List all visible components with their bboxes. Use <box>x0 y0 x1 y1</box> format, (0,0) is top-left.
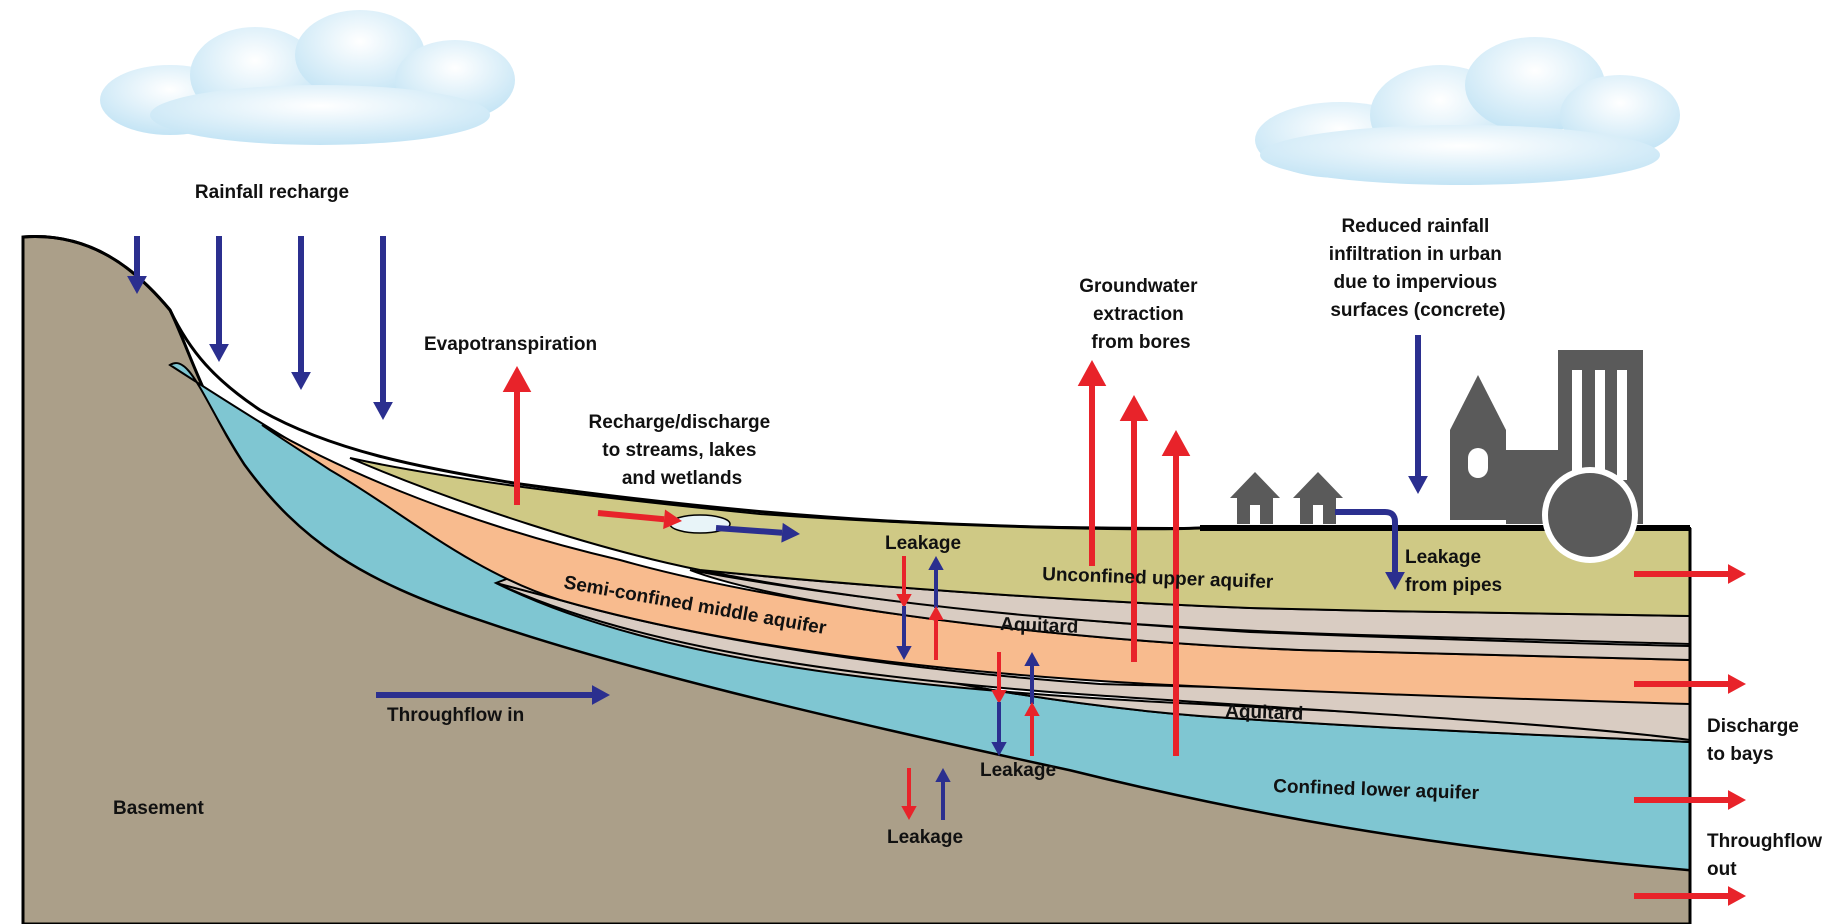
leakage-up-arrow-head <box>928 556 944 570</box>
semi-confined-middle-aquifer-layer <box>261 424 1691 706</box>
leakage-up-arrow-head <box>1024 702 1040 716</box>
extraction-arrow-head <box>1077 360 1107 386</box>
stream-recharge-arrow-head <box>663 509 682 530</box>
outflow-arrow-head <box>1728 674 1746 694</box>
arrows <box>127 236 1746 906</box>
leaking-pipe <box>1335 509 1398 560</box>
reduced-infiltration-label: Reduced rainfall infiltration in urban d… <box>1329 216 1507 321</box>
dome-icon <box>1542 467 1638 563</box>
leakage-middle-label: Leakage <box>980 760 1056 781</box>
ground-layers <box>21 235 1692 924</box>
leakage-upper-label: Leakage <box>885 533 961 554</box>
throughflow-in-label: Throughflow in <box>387 705 524 726</box>
groundwater-extraction-label: Groundwater extraction from bores <box>1079 276 1203 353</box>
church-icon <box>1450 375 1506 520</box>
leakage-from-pipes-label: Leakage from pipes <box>1405 547 1502 596</box>
leakage-up-arrow-head <box>928 606 944 620</box>
leakage-down-arrow-head <box>991 690 1007 704</box>
aquitard-lower-label: Aquitard <box>1225 701 1304 725</box>
evapotranspiration-label: Evapotranspiration <box>424 334 597 355</box>
discharge-to-bays-label: Discharge to bays <box>1707 716 1804 765</box>
leakage-down-arrow-head <box>991 742 1007 756</box>
stream-discharge-arrow-head <box>781 522 800 543</box>
outflow-arrow-head <box>1728 790 1746 810</box>
pipe-leakage-arrow-head <box>1385 572 1405 590</box>
houses <box>1230 472 1343 524</box>
throughflow-in-arrow-head <box>592 685 610 705</box>
rainfall-recharge-label: Rainfall recharge <box>195 182 349 203</box>
recharge-discharge-label: Recharge/discharge to streams, lakes and… <box>589 412 776 489</box>
evapotranspiration-arrow-head <box>502 366 532 392</box>
aquitard-upper-label: Aquitard <box>1000 614 1079 638</box>
extraction-arrow-head <box>1161 430 1191 456</box>
outflow-arrow-head <box>1728 886 1746 906</box>
rainfall-arrow-head <box>373 402 393 420</box>
ground-surface-line <box>22 235 1690 531</box>
leakage-down-arrow-head <box>896 646 912 660</box>
leakage-up-arrow-head <box>935 768 951 782</box>
leakage-lower-label: Leakage <box>887 827 963 848</box>
house-icon <box>1293 472 1343 524</box>
rainfall-arrow-head <box>291 372 311 390</box>
cloud-left <box>100 10 515 145</box>
stream-recharge-arrow-shaft <box>597 510 665 523</box>
stream-discharge-arrow-shaft <box>715 525 783 536</box>
cloud-right <box>1255 37 1680 185</box>
unconfined-upper-aquifer-layer <box>349 457 1691 618</box>
rainfall-arrow-head <box>209 344 229 362</box>
leakage-down-arrow-head <box>901 806 917 820</box>
basement-label: Basement <box>113 798 204 819</box>
extraction-arrow-head <box>1119 395 1149 421</box>
city-buildings <box>1450 350 1643 563</box>
leakage-up-arrow-head <box>1024 652 1040 666</box>
leakage-down-arrow-head <box>896 594 912 608</box>
throughflow-out-label: Throughflow out <box>1707 831 1827 880</box>
rainfall-arrow-head <box>127 276 147 294</box>
house-icon <box>1230 472 1280 524</box>
reduced-infiltration-arrow-head <box>1408 476 1428 494</box>
outflow-arrow-head <box>1728 564 1746 584</box>
